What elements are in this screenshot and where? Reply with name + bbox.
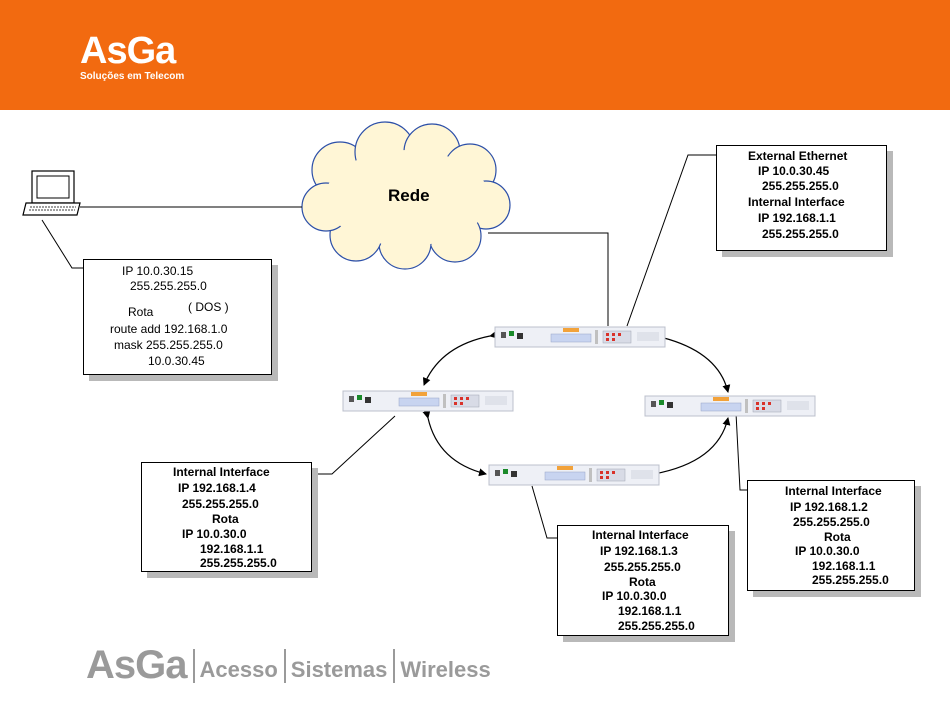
bottom-internal-title: Internal Interface	[592, 528, 689, 542]
arrow-left-bottom	[422, 410, 487, 477]
bottom-router-config-box: Internal Interface IP 192.168.1.3 255.25…	[557, 525, 729, 636]
footer-separator	[283, 649, 286, 683]
router-left	[342, 390, 514, 412]
arrow-top-left	[422, 330, 498, 386]
right-internal-mask: 255.255.255.0	[793, 515, 870, 529]
footer-item-wireless: Wireless	[400, 657, 491, 682]
pc-config-box: IP 10.0.30.15 255.255.255.0 Rota ( DOS )…	[83, 259, 272, 375]
top-external-ip: IP 10.0.30.45	[758, 164, 830, 178]
pc-route-cmd: route add 192.168.1.0	[110, 322, 228, 336]
logo-name: AsGa	[80, 30, 176, 72]
left-route-ip: IP 10.0.30.0	[182, 527, 247, 541]
cloud-label: Rede	[388, 186, 430, 205]
footer-separator	[393, 649, 396, 683]
logo-tagline: Soluções em Telecom	[80, 71, 185, 82]
footer-separator	[192, 649, 195, 683]
right-internal-title: Internal Interface	[785, 484, 882, 498]
router-right	[644, 395, 816, 417]
pc-route-os: ( DOS )	[188, 300, 229, 314]
footer-branding: AsGa Acesso Sistemas Wireless	[86, 645, 491, 685]
network-cloud	[301, 121, 511, 270]
bottom-callout-line	[531, 485, 557, 539]
left-internal-title: Internal Interface	[173, 465, 270, 479]
right-route-mask: 255.255.255.0	[812, 573, 889, 587]
left-route-title: Rota	[212, 512, 239, 526]
bottom-route-title: Rota	[629, 575, 656, 589]
footer-item-sistemas: Sistemas	[290, 657, 388, 682]
arrow-top-right	[648, 330, 731, 393]
right-route-gateway: 192.168.1.1	[812, 559, 876, 573]
pc-route-title: Rota	[128, 305, 154, 319]
footer-logo: AsGa	[86, 643, 187, 687]
left-internal-mask: 255.255.255.0	[182, 497, 259, 511]
top-router-config-box: External Ethernet IP 10.0.30.45 255.255.…	[716, 145, 887, 251]
router-top	[494, 326, 666, 348]
top-internal-mask: 255.255.255.0	[762, 227, 839, 241]
left-route-gateway: 192.168.1.1	[200, 542, 264, 556]
top-external-mask: 255.255.255.0	[762, 179, 839, 193]
left-internal-ip: IP 192.168.1.4	[178, 481, 256, 495]
pc-ip: IP 10.0.30.15	[122, 264, 194, 278]
top-internal-ip: IP 192.168.1.1	[758, 211, 836, 225]
header-banner: AsGa Soluções em Telecom	[0, 0, 950, 110]
pc-route-gateway: 10.0.30.45	[148, 354, 205, 368]
left-route-mask: 255.255.255.0	[200, 556, 277, 570]
top-external-title: External Ethernet	[748, 149, 848, 163]
asga-logo: AsGa Soluções em Telecom	[80, 32, 184, 82]
bottom-internal-mask: 255.255.255.0	[604, 560, 681, 574]
right-router-config-box: Internal Interface IP 192.168.1.2 255.25…	[747, 480, 915, 591]
footer-item-acesso: Acesso	[199, 657, 278, 682]
bottom-route-gateway: 192.168.1.1	[618, 604, 682, 618]
top-callout-line	[626, 154, 716, 327]
bottom-internal-ip: IP 192.168.1.3	[600, 544, 678, 558]
computer-icon	[22, 170, 81, 216]
left-router-config-box: Internal Interface IP 192.168.1.4 255.25…	[141, 462, 312, 572]
bottom-route-mask: 255.255.255.0	[618, 619, 695, 633]
bottom-route-ip: IP 10.0.30.0	[602, 589, 667, 603]
right-route-ip: IP 10.0.30.0	[795, 544, 860, 558]
right-callout-line	[735, 412, 750, 491]
arrow-bottom-right	[646, 417, 731, 480]
right-internal-ip: IP 192.168.1.2	[790, 500, 868, 514]
pc-route-mask: mask 255.255.255.0	[114, 338, 223, 352]
cloud-router-link	[488, 232, 609, 326]
left-callout-line	[316, 415, 396, 475]
right-route-title: Rota	[824, 530, 851, 544]
router-bottom	[488, 464, 660, 486]
pc-callout-line	[41, 219, 83, 269]
top-internal-title: Internal Interface	[748, 195, 845, 209]
pc-mask: 255.255.255.0	[130, 279, 207, 293]
